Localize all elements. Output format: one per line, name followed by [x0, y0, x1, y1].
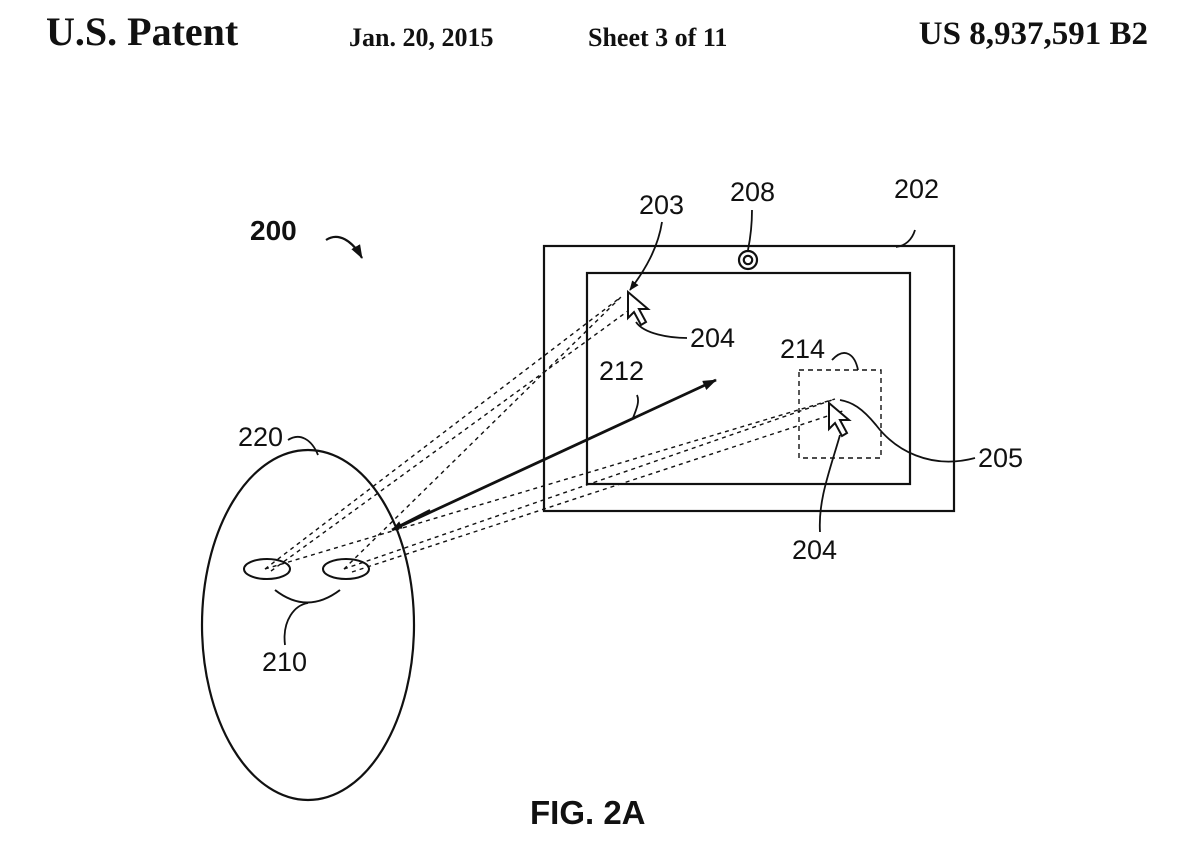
- leader-202: [895, 229, 916, 248]
- label-205: 205: [978, 443, 1023, 473]
- return-arrowhead: [392, 509, 431, 530]
- display-screen: [585, 271, 912, 486]
- label-208: 208: [730, 177, 775, 207]
- leader-205: [839, 399, 976, 463]
- region-box: [798, 369, 882, 459]
- leader-203: [629, 221, 663, 291]
- patent-header-title: U.S. Patent: [46, 9, 239, 54]
- label-204-bottom: 204: [792, 535, 837, 565]
- leader-204-bottom: [818, 434, 841, 533]
- gaze-vector-arrow: [391, 378, 717, 532]
- leader-220: [287, 435, 319, 456]
- leader-210: [283, 602, 309, 646]
- user-head: [200, 448, 416, 802]
- camera-icon: [737, 249, 759, 271]
- label-200: 200: [250, 215, 297, 246]
- sheet-number: Sheet 3 of 11: [588, 23, 728, 52]
- leader-212: [632, 394, 639, 419]
- patent-date: Jan. 20, 2015: [349, 23, 494, 52]
- sight-lines: [264, 296, 847, 573]
- eyes: [243, 558, 370, 580]
- label-214: 214: [780, 334, 825, 364]
- cursor-icon-bottom: [828, 400, 852, 438]
- label-202: 202: [894, 174, 939, 204]
- patent-number: US 8,937,591 B2: [918, 16, 1148, 52]
- label-210: 210: [262, 647, 307, 677]
- label-203: 203: [639, 190, 684, 220]
- label-212: 212: [599, 356, 644, 386]
- label-220: 220: [238, 422, 283, 452]
- label-204-top: 204: [690, 323, 735, 353]
- figure-caption: FIG. 2A: [530, 794, 646, 831]
- mouth: [274, 589, 341, 604]
- cursor-icon-top: [627, 289, 651, 327]
- leader-204-top: [635, 321, 688, 339]
- leader-208: [747, 209, 753, 251]
- leader-214: [831, 352, 859, 371]
- leader-200: [325, 235, 363, 259]
